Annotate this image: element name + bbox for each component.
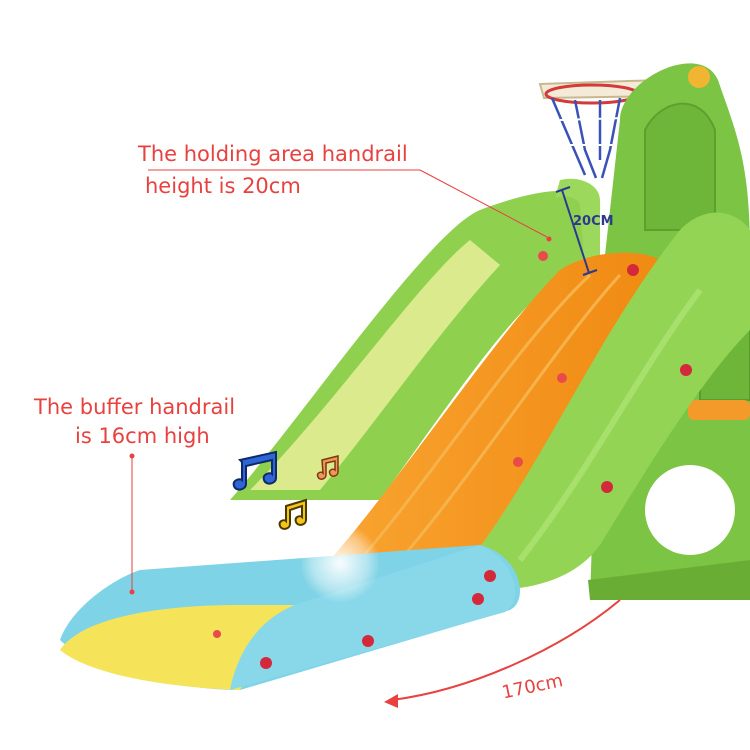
rail-height-dimension: [555, 186, 598, 276]
music-note-orange-icon: [316, 455, 339, 480]
music-note-blue-icon: [232, 450, 277, 491]
holding-area-label-line2: height is 20cm: [145, 174, 301, 198]
slide-chute: [330, 252, 660, 580]
holding-area-label-line1: The holding area handrail: [138, 142, 408, 166]
front-handrail: [470, 212, 750, 590]
holding-area-leader: [148, 169, 552, 242]
buffer-leader: [129, 453, 135, 595]
slide-runout: [60, 545, 520, 690]
rear-handrail: [230, 178, 600, 500]
rivets: [213, 251, 692, 669]
music-note-yellow-icon: [278, 498, 307, 530]
length-arrow: [384, 599, 621, 708]
buffer-label-line1: The buffer handrail: [34, 395, 236, 419]
buffer-label-line2: is 16cm high: [75, 424, 210, 448]
light-glow: [300, 523, 380, 603]
rail-height-label: 20CM: [573, 214, 614, 229]
